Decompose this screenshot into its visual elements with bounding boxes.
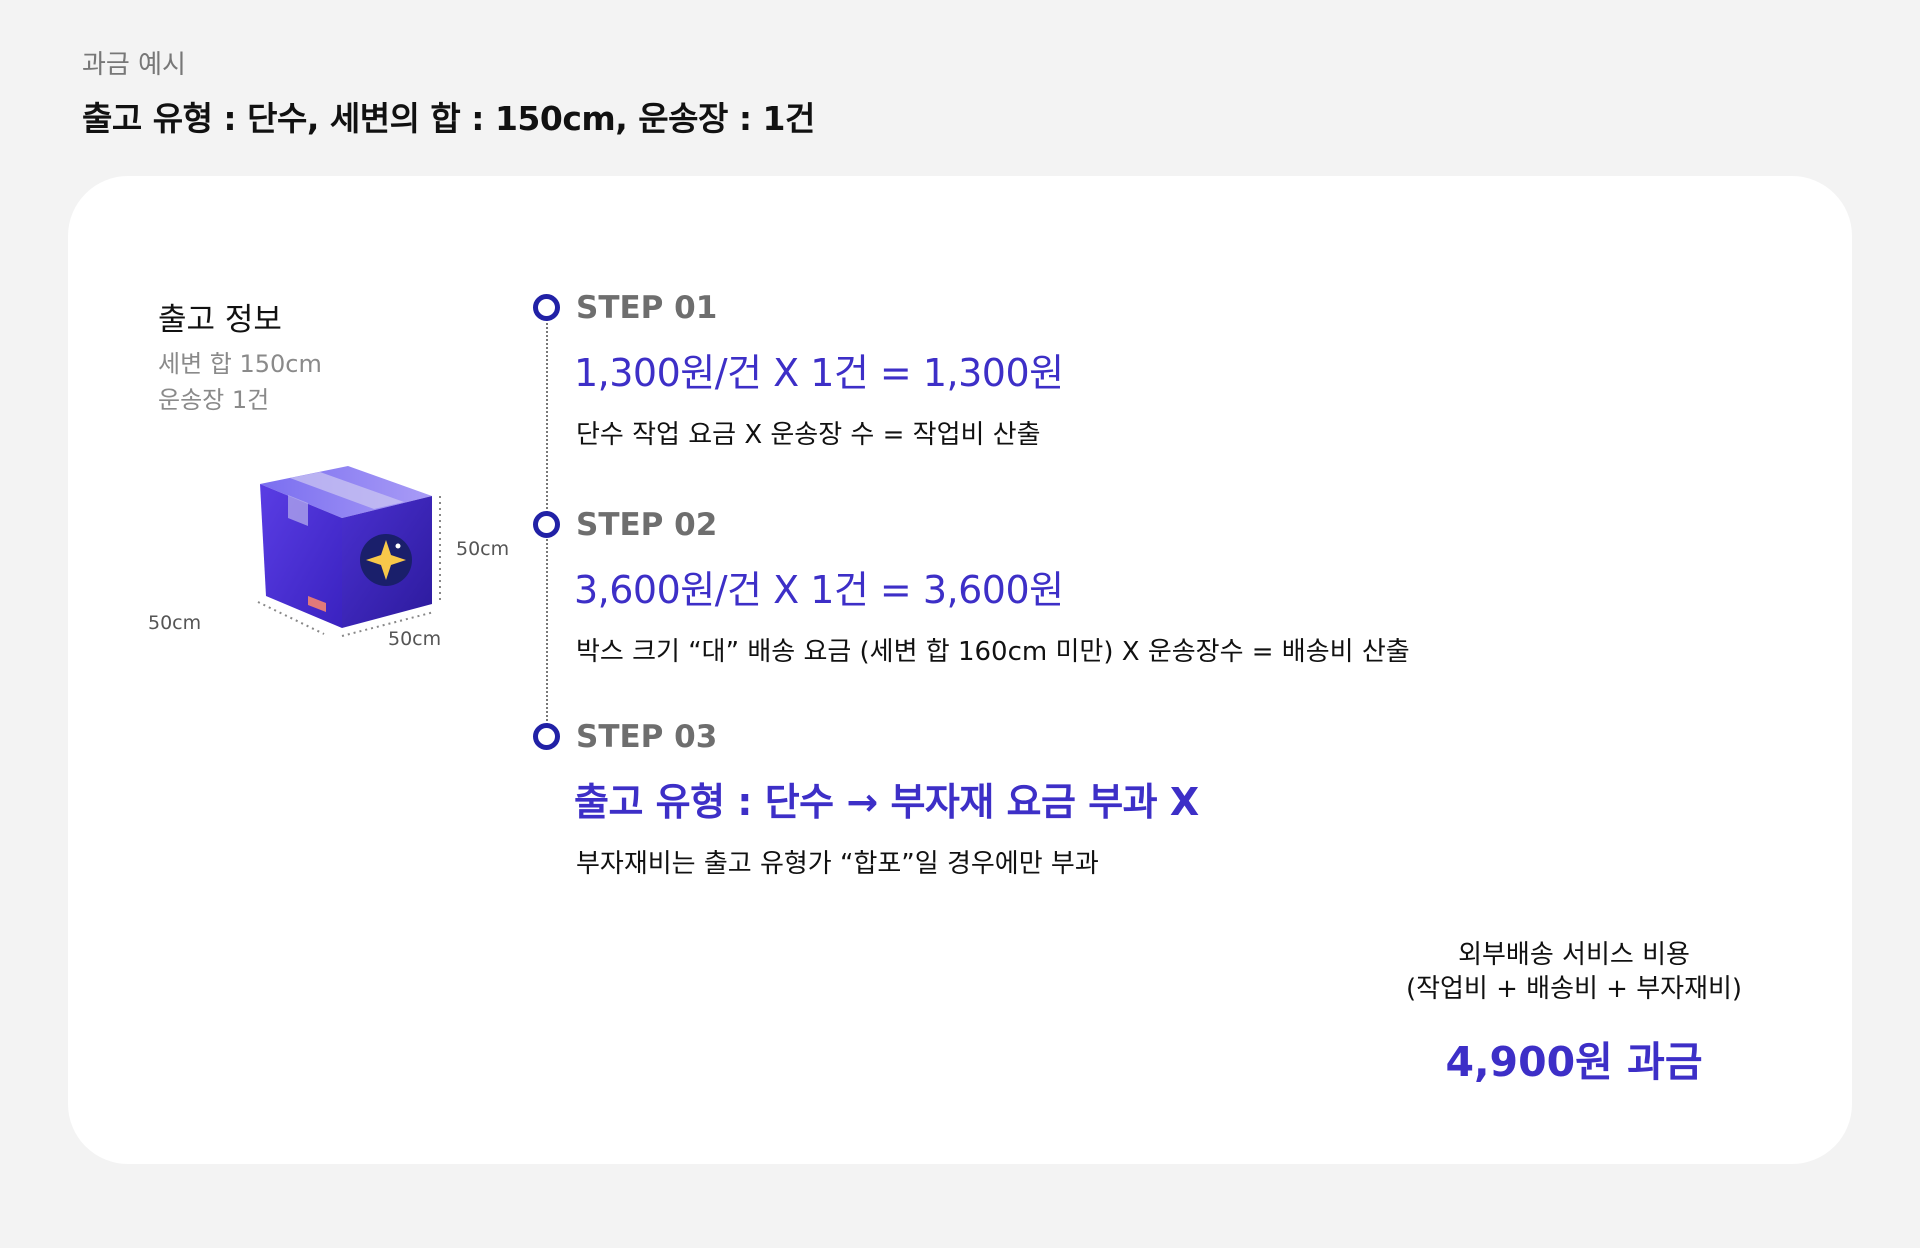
total-caption-breakdown: (작업비 + 배송비 + 부자재비)	[1405, 974, 1743, 1004]
step-02-description: 박스 크기 “대” 배송 요금 (세변 합 160cm 미만) X 운송장수 =…	[576, 637, 1410, 667]
step-01-marker	[533, 294, 560, 321]
box-height-label: 50cm	[456, 538, 510, 560]
shipment-info-waybill-count: 운송장 1건	[158, 386, 270, 414]
step-03-description: 부자재비는 출고 유형가 “합포”일 경우에만 부과	[576, 849, 1099, 879]
package-box-icon	[257, 466, 441, 637]
step-03-marker	[533, 723, 560, 750]
box-depth-label: 50cm	[148, 612, 202, 634]
box-width-label: 50cm	[388, 628, 442, 650]
step-03-label: STEP 03	[576, 719, 718, 755]
step-02-label: STEP 02	[576, 507, 718, 543]
billing-example-card: 출고 정보 세변 합 150cm 운송장 1건	[68, 176, 1852, 1164]
step-01-formula: 1,300원/건 X 1건 = 1,300원	[574, 351, 1064, 395]
step-03-formula: 출고 유형 : 단수 → 부자재 요금 부과 X	[574, 780, 1199, 824]
box-illustration: 50cm 50cm 50cm	[148, 456, 509, 696]
total-caption-service: 외부배송 서비스 비용	[1458, 940, 1690, 970]
step-01-description: 단수 작업 요금 X 운송장 수 = 작업비 산출	[576, 420, 1041, 450]
page-title: 출고 유형 : 단수, 세변의 합 : 150cm, 운송장 : 1건	[82, 99, 815, 138]
page-subtitle: 과금 예시	[82, 50, 186, 80]
shipment-info-dimension-sum: 세변 합 150cm	[158, 350, 322, 378]
total-charge-amount: 4,900원 과금	[1445, 1038, 1703, 1086]
step-02-formula: 3,600원/건 X 1건 = 3,600원	[574, 568, 1064, 612]
step-02-marker	[533, 511, 560, 538]
shipment-info-title: 출고 정보	[158, 302, 282, 338]
step-01-label: STEP 01	[576, 290, 718, 326]
